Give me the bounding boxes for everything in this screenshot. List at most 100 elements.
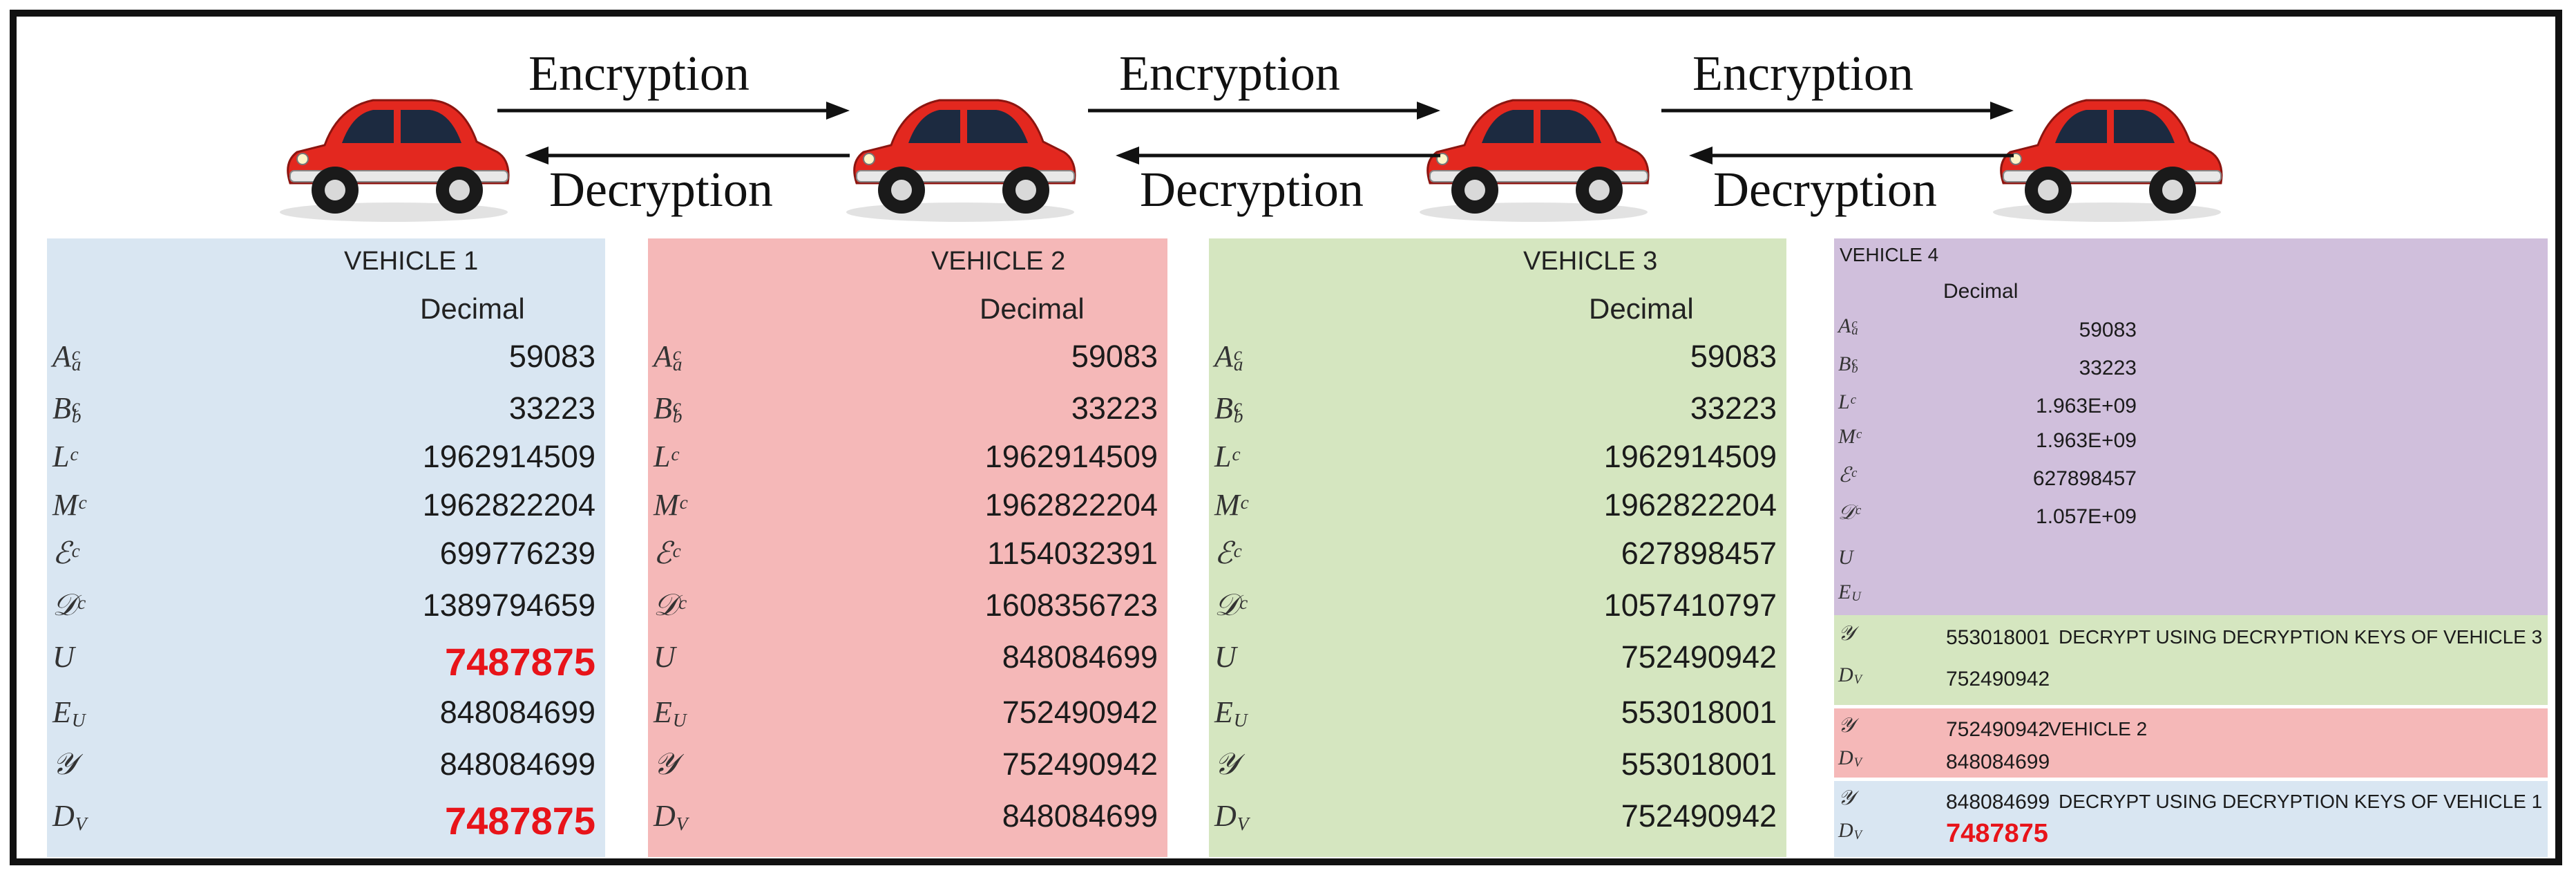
row-value: 1057410797 <box>1603 587 1777 623</box>
row-value: 1962822204 <box>422 487 595 523</box>
symbol-label: 𝒴 <box>53 747 77 781</box>
row-value: 33223 <box>1071 391 1158 426</box>
panel-row: U 848084699 <box>648 639 1167 690</box>
panel-row: D V 848084699 <box>648 798 1167 849</box>
row-value: 553018001 <box>1621 695 1777 730</box>
row-value: 1.963E+09 <box>2036 429 2137 452</box>
panel-title: VEHICLE 1 <box>344 247 479 276</box>
row-value: 7487875 <box>1946 819 2048 848</box>
panel-row: E U 553018001 <box>1209 695 1786 746</box>
panel-row: U 7487875 <box>47 639 605 690</box>
decryption-label: Decryption <box>549 162 773 217</box>
row-value: 1962822204 <box>1603 487 1777 523</box>
encryption-arrow <box>1661 102 2014 120</box>
decrypt-note: VEHICLE 2 <box>2048 718 2148 740</box>
row-value: 1962914509 <box>422 439 595 474</box>
panel-row: D V 7487875 <box>1834 819 2548 851</box>
row-value: 752490942 <box>1002 746 1158 782</box>
decrypt-band: 𝒴 848084699 DECRYPT USING DECRYPTION KEY… <box>1834 781 2548 857</box>
row-value: 752490942 <box>1946 718 2050 741</box>
encryption-label: Encryption <box>1692 46 1914 101</box>
decryption-label: Decryption <box>1140 162 1364 217</box>
panel-unit: Decimal <box>1589 292 1694 325</box>
panel-title: VEHICLE 2 <box>931 247 1066 276</box>
row-value: 752490942 <box>1946 668 2050 690</box>
symbol-label: U <box>1214 640 1237 674</box>
panel-row: 𝒴 553018001 <box>1209 746 1786 798</box>
row-value: 1962822204 <box>984 487 1158 523</box>
panel-row: 𝒴 848084699 DECRYPT USING DECRYPTION KEY… <box>1834 787 2548 818</box>
panel-row: E U 752490942 <box>648 695 1167 746</box>
symbol-label: D V <box>1838 819 1862 843</box>
row-value: 33223 <box>508 391 595 426</box>
row-value: 848084699 <box>439 746 595 782</box>
decrypt-note: DECRYPT USING DECRYPTION KEYS OF VEHICLE… <box>2059 791 2543 812</box>
row-value: 33223 <box>2079 357 2137 379</box>
panel-row: E U <box>1834 581 2548 615</box>
row-value: 752490942 <box>1002 695 1158 730</box>
row-value: 1154032391 <box>987 536 1158 571</box>
row-value: 59083 <box>1071 339 1158 374</box>
car-icon <box>1993 99 2223 222</box>
row-value: 1.057E+09 <box>2036 505 2137 528</box>
panel-row: E U 848084699 <box>47 695 605 746</box>
row-value: 848084699 <box>1002 639 1158 675</box>
panel-row: 𝒴 848084699 <box>47 746 605 798</box>
symbol-label: U <box>53 640 75 674</box>
symbol-label: E U <box>53 695 86 731</box>
car-icon <box>1420 99 1650 222</box>
car-icon <box>280 99 510 222</box>
panel-row: D V 752490942 <box>1834 664 2548 695</box>
row-value: 7487875 <box>444 640 595 684</box>
encryption-arrow <box>1088 102 1440 120</box>
row-value: 752490942 <box>1621 798 1777 834</box>
symbol-label: D V <box>1838 664 1862 688</box>
decryption-arrow <box>525 147 850 164</box>
row-value: 1608356723 <box>984 587 1158 623</box>
panel-row: U <box>1834 546 2548 581</box>
row-value: 699776239 <box>439 536 595 571</box>
symbol-label: D V <box>1838 746 1862 771</box>
row-value: 848084699 <box>1946 751 2050 773</box>
row-value: 1389794659 <box>422 587 595 623</box>
row-value: 553018001 <box>1946 626 2050 649</box>
panel-row: D V 7487875 <box>47 798 605 849</box>
decryption-label: Decryption <box>1713 162 1937 217</box>
row-value: 59083 <box>508 339 595 374</box>
row-value: 1.963E+09 <box>2036 395 2137 417</box>
row-value: 7487875 <box>444 799 595 843</box>
symbol-label: E U <box>653 695 687 731</box>
